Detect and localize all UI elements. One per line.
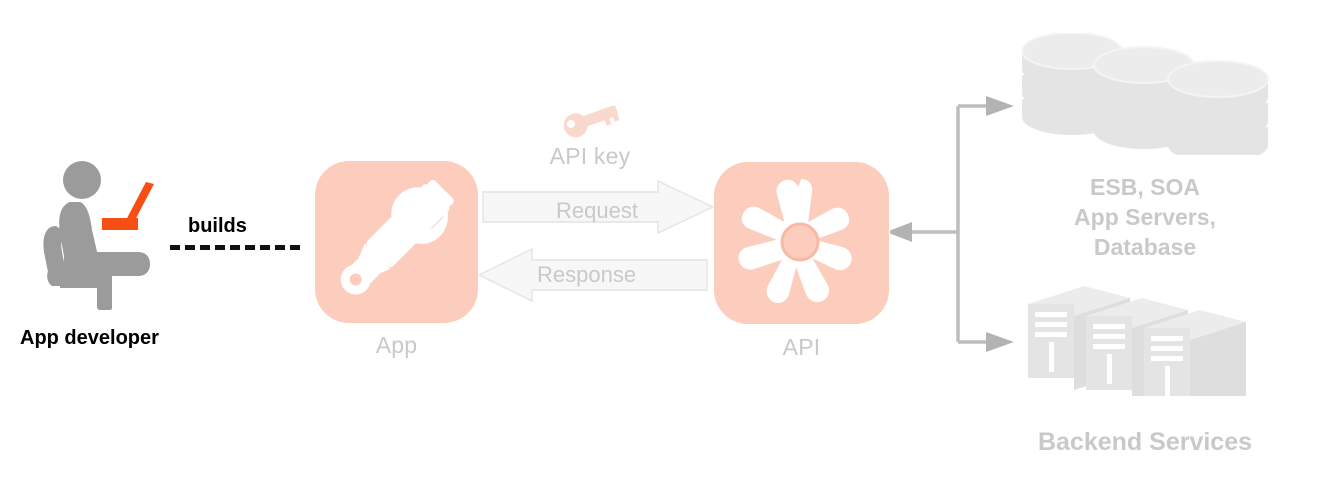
esb-soa-line-1: ESB, SOA — [1090, 174, 1200, 200]
app-developer-label: App developer — [20, 327, 159, 349]
app-developer-icon — [42, 160, 172, 310]
app-node-tile[interactable] — [315, 161, 478, 323]
api-node-tile[interactable] — [714, 162, 889, 324]
api-node-label: API — [782, 334, 821, 360]
server-towers-icon — [1028, 286, 1268, 414]
request-arrow — [482, 179, 715, 235]
app-node-label: App — [375, 332, 418, 358]
builds-dashed-line — [170, 245, 300, 250]
response-label: Response — [537, 262, 637, 287]
esb-soa-line-2: App Servers, — [1074, 204, 1216, 230]
esb-soa-label: ESB, SOA App Servers, Database — [1010, 172, 1280, 262]
backend-connector-lines — [886, 88, 1020, 360]
api-key-label: API key — [549, 143, 631, 169]
key-icon — [559, 99, 621, 138]
request-label: Request — [556, 198, 638, 223]
database-stack-icon — [1021, 32, 1270, 164]
backend-services-label: Backend Services — [1037, 428, 1253, 456]
builds-relation-label: builds — [188, 215, 247, 237]
esb-soa-line-3: Database — [1093, 234, 1197, 260]
response-arrow — [477, 247, 708, 303]
